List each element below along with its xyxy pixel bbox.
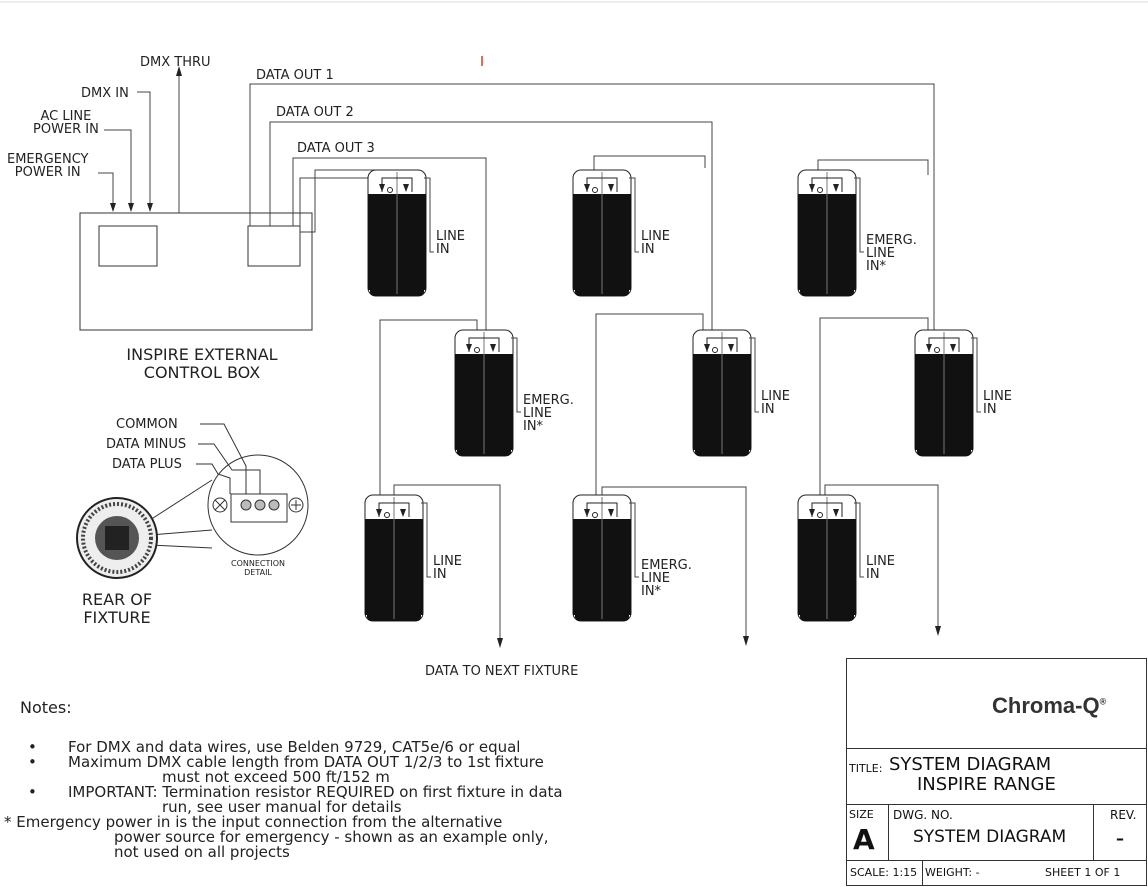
input-wires [98,74,180,213]
connection-detail [149,423,309,556]
scale-value: SCALE: 1:15 [850,866,918,879]
emergency-footnote: * Emergency power in is the input connec… [4,813,549,861]
weight-cell: WEIGHT: - [923,861,1033,885]
fixture-icon [692,329,759,457]
rev-value: – [1116,829,1124,848]
sheet-cell: SHEET 1 OF 1 [1033,861,1146,885]
title-line: INSPIRE RANGE [917,774,1056,795]
note-item: •IMPORTANT: Termination resistor REQUIRE… [28,783,563,816]
fixture-icon [367,169,434,297]
title-prefix: TITLE: [849,762,883,775]
size-value: A [853,823,875,856]
dwg-no-value: SYSTEM DIAGRAM [913,827,1067,847]
data-to-next-fixture-label: DATA TO NEXT FIXTURE [425,664,579,679]
rev-label: REV. [1110,808,1137,822]
data-out-2-label: DATA OUT 2 [276,105,354,120]
data-out-wires [249,83,939,640]
notes-heading: Notes: [20,698,72,717]
data-minus-label: DATA MINUS [106,437,187,452]
fixture-icon [364,494,431,622]
dwg-no-label: DWG. NO. [893,808,953,822]
rear-of-fixture-icon [76,497,158,579]
scale-cell: SCALE: 1:15 [847,861,923,885]
fixture-icon [797,494,864,622]
common-label: COMMON [116,417,178,432]
fixture-icon [454,329,521,457]
size-label: SIZE [849,808,874,821]
dwg-cell: DWG. NO. SYSTEM DIAGRAM [889,805,1094,861]
dmx-in-label: DMX IN [81,86,129,101]
size-cell: SIZE A [847,805,889,861]
fixture-icon [914,329,981,457]
data-out-1-label: DATA OUT 1 [256,68,334,83]
note-item: •For DMX and data wires, use Belden 9729… [28,738,521,756]
title-cell: TITLE: SYSTEM DIAGRAM INSPIRE RANGE [847,749,1146,805]
sheet-value: SHEET 1 OF 1 [1045,866,1121,879]
brand-name: Chroma-Q [992,693,1100,718]
fixture-icon [572,494,639,622]
rev-cell: REV. – [1094,805,1146,861]
notes: Notes: •For DMX and data wires, use Beld… [4,698,700,860]
data-plus-label: DATA PLUS [112,457,182,472]
title-block: Chroma-Q® TITLE: SYSTEM DIAGRAM INSPIRE … [846,658,1147,886]
weight-value: WEIGHT: - [925,866,980,879]
note-item: •Maximum DMX cable length from DATA OUT … [28,753,544,786]
brand-mark: ® [1099,696,1107,707]
fixture-icon [797,169,864,297]
logo-cell: Chroma-Q® [847,659,1146,749]
control-box [79,212,313,331]
data-out-3-label: DATA OUT 3 [297,141,375,156]
fixture-icon [572,169,639,297]
dmx-thru-label: DMX THRU [140,55,211,70]
title-line: SYSTEM DIAGRAM [889,754,1052,775]
